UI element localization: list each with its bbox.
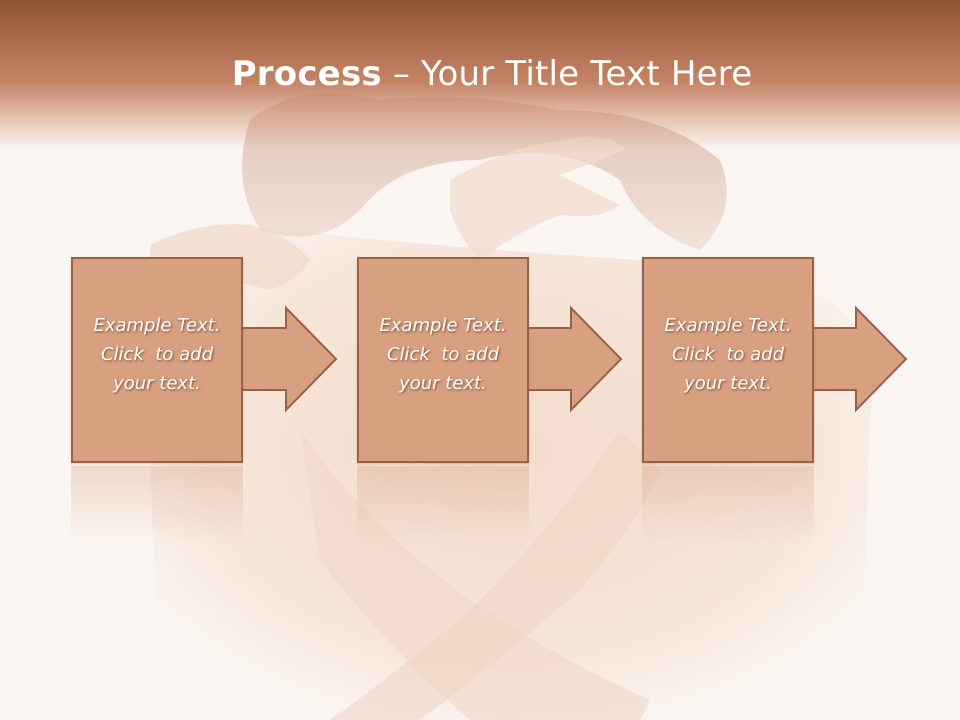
step-text-line: Click to add [671, 344, 784, 365]
step-2-box[interactable]: Example Text. Click to add your text. [357, 257, 529, 463]
step-text-line: your text. [399, 373, 487, 394]
step-text-line: Click to add [100, 344, 213, 365]
step-2-text: Example Text. Click to add your text. [359, 311, 527, 398]
step-text-line: Example Text. [664, 315, 792, 336]
step-1-text: Example Text. Click to add your text. [73, 311, 241, 398]
step-text-line: your text. [684, 373, 772, 394]
arrow-right-icon [525, 305, 623, 413]
title-bold: Process [231, 54, 382, 94]
slide-title[interactable]: Process – Your Title Text Here [0, 52, 960, 96]
title-rest: – Your Title Text Here [381, 54, 753, 94]
arrow-right-icon [240, 305, 338, 413]
step-2-reflection [357, 466, 529, 546]
step-1-reflection [71, 466, 243, 546]
step-3-reflection [642, 466, 814, 546]
title-band [0, 0, 960, 150]
step-text-line: Example Text. [93, 315, 221, 336]
arrow-right-icon [810, 305, 908, 413]
step-3-text: Example Text. Click to add your text. [644, 311, 812, 398]
step-3-box[interactable]: Example Text. Click to add your text. [642, 257, 814, 463]
step-text-line: Example Text. [379, 315, 507, 336]
step-text-line: Click to add [386, 344, 499, 365]
step-text-line: your text. [113, 373, 201, 394]
step-1-box[interactable]: Example Text. Click to add your text. [71, 257, 243, 463]
